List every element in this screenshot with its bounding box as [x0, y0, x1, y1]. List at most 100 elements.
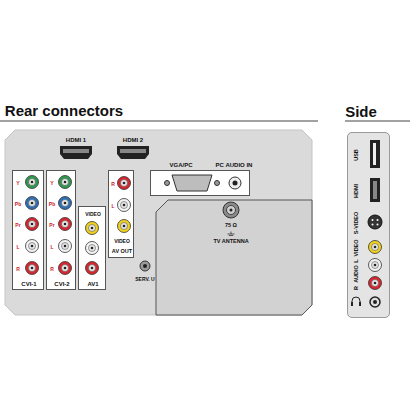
- antenna-port: [223, 202, 239, 218]
- jack-ring: [29, 243, 36, 250]
- jack-ring: [372, 262, 379, 269]
- jack-body: [59, 262, 72, 275]
- rear-panel-outline: [5, 130, 312, 315]
- port-name: AV OUT: [112, 249, 132, 255]
- jack-ring: [29, 179, 36, 186]
- jack-body: [26, 197, 39, 210]
- jack-body: [26, 240, 39, 253]
- rca-jack: [86, 262, 99, 275]
- audio-jack: [229, 177, 241, 189]
- jack-body: [86, 262, 99, 275]
- jack-ring: [121, 223, 128, 230]
- rear-panel: Rear connectorsYPbPrLRCVI-1YPbPrLRCVI-2V…: [5, 130, 312, 315]
- jack-body: [118, 220, 131, 233]
- jack-pin: [31, 245, 34, 248]
- jack-ring: [62, 200, 69, 207]
- jack-ring: [89, 265, 96, 272]
- port-name: SERV. U: [135, 277, 154, 282]
- rca-jack: [26, 176, 39, 189]
- jack-body: [59, 176, 72, 189]
- jack-ring: [121, 202, 128, 209]
- rca-jack: [26, 240, 39, 253]
- s-video-pin: [372, 224, 374, 226]
- jack-pin: [91, 247, 94, 250]
- jack-pin: [31, 267, 34, 270]
- headphone-jack: [370, 297, 380, 307]
- s-video-pin: [372, 219, 374, 221]
- jack-pin: [374, 246, 377, 249]
- jack-ring: [372, 280, 379, 287]
- vga-screw: [215, 181, 220, 186]
- pin-name: Y: [50, 181, 53, 186]
- pin-name: L: [50, 245, 53, 250]
- jack-ring: [62, 265, 69, 272]
- pin-name: Pb: [49, 202, 55, 207]
- vga-box: VGA/PCPC AUDIO IN: [150, 170, 250, 196]
- jack-ring: [89, 225, 96, 232]
- jack-pin: [91, 227, 94, 230]
- s-video-pin: [377, 224, 379, 226]
- jack-ring: [62, 179, 69, 186]
- jack-pin: [64, 267, 67, 270]
- service-port-hole: [143, 264, 147, 268]
- service-port: [140, 261, 150, 271]
- rca-jack: [118, 220, 131, 233]
- antenna-pin: [230, 209, 233, 212]
- jack-body: [26, 176, 39, 189]
- port-name: CVI-1: [21, 281, 36, 287]
- pin-name: Pr: [49, 223, 54, 228]
- port-name: VIDEO: [354, 239, 360, 256]
- headphone-icon: [359, 302, 361, 306]
- port-name: S-VIDEO: [354, 212, 360, 235]
- rca-jack: [118, 199, 131, 212]
- jack-pin: [374, 264, 377, 267]
- port-name: TV ANTENNA: [213, 239, 248, 245]
- rca-jack: [59, 218, 72, 231]
- section-heading: Side: [345, 104, 377, 119]
- antenna-region: [156, 200, 312, 315]
- jack-pin: [31, 181, 34, 184]
- signal-name: AUDIO: [354, 265, 360, 283]
- port-name: USB: [354, 149, 360, 161]
- side-panel-fill: [347, 132, 390, 318]
- pin-name: Pr: [15, 223, 20, 228]
- rca-jack: [369, 277, 382, 290]
- port-name: HDMI 2: [123, 137, 143, 143]
- pin-name: L: [16, 245, 19, 250]
- hdmi-slot: [373, 181, 377, 199]
- rca-jack: [26, 197, 39, 210]
- pin-name: R: [111, 182, 115, 187]
- heading-rule: [0, 121, 318, 122]
- jack-ring: [29, 265, 36, 272]
- jack-body: [369, 277, 382, 290]
- jack-pin: [64, 202, 67, 205]
- av-input-box: VIDEOAV1: [78, 206, 106, 290]
- rca-jack: [86, 222, 99, 235]
- jack-pin: [31, 223, 34, 226]
- jack-pin: [374, 282, 377, 285]
- port-name: AV1: [87, 281, 98, 287]
- jack-pin: [64, 245, 67, 248]
- jack-body: [118, 199, 131, 212]
- audio-jack-hole: [233, 181, 238, 186]
- jack-body: [59, 218, 72, 231]
- jack-body: [59, 197, 72, 210]
- rca-jack: [59, 197, 72, 210]
- component-input-box: YPbPrLRCVI-2: [46, 170, 76, 290]
- av-output-box: RLVIDEOAV OUT: [108, 170, 134, 258]
- component-input-box: YPbPrLRCVI-1: [12, 170, 44, 290]
- rca-jack: [59, 262, 72, 275]
- pin-name: Pb: [15, 202, 21, 207]
- pin-name: L: [111, 204, 114, 209]
- vga-port: [172, 175, 212, 191]
- jack-ring: [62, 243, 69, 250]
- headphone-icon: [351, 302, 353, 306]
- rca-jack: [369, 259, 382, 272]
- jack-pin: [123, 225, 126, 228]
- usb-port: [370, 140, 380, 168]
- port-name: CVI-2: [54, 281, 69, 287]
- pin-name: R: [16, 267, 20, 272]
- jack-pin: [31, 202, 34, 205]
- jack-body: [26, 262, 39, 275]
